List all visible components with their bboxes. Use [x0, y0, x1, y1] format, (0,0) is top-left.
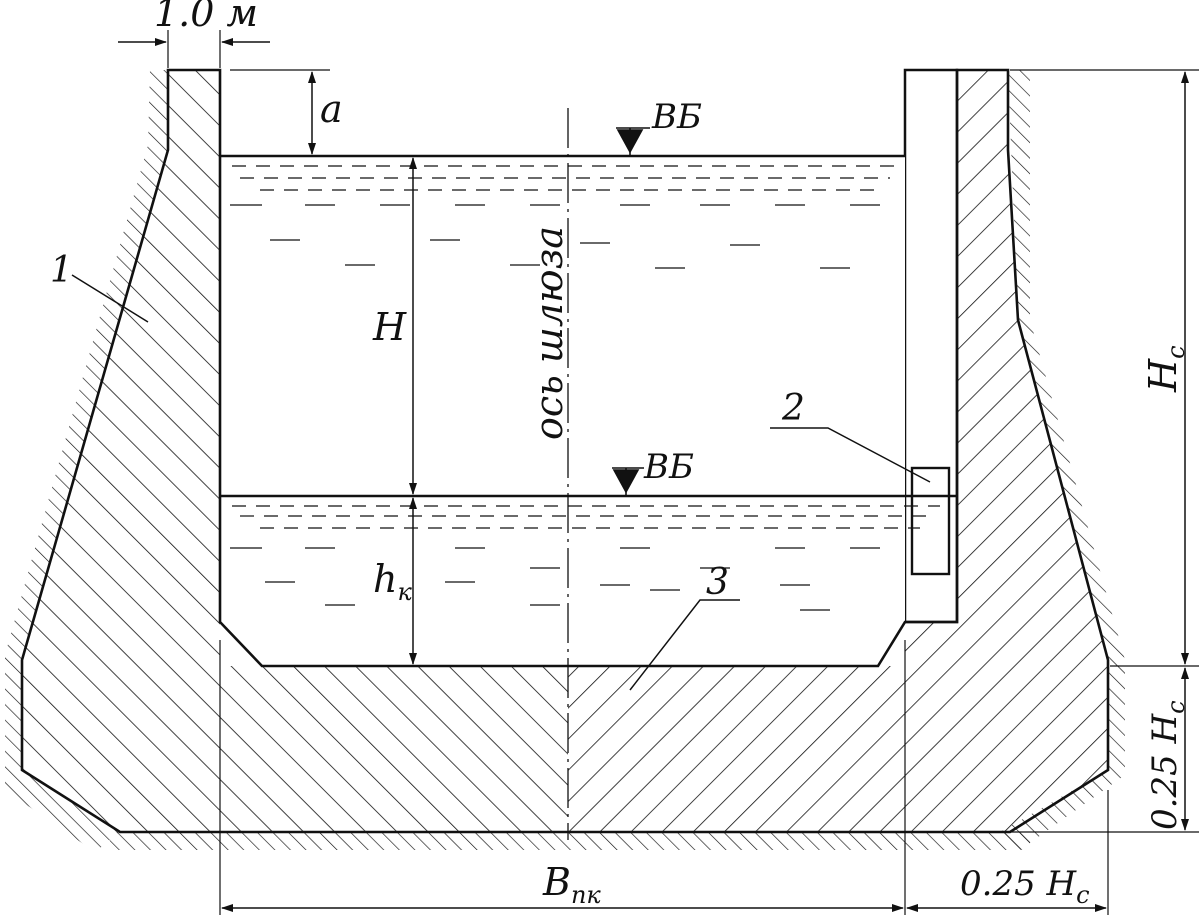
chamber-width-label-sub: пк: [571, 881, 601, 909]
soil-bottom: [110, 832, 1030, 850]
depth-label-main: h: [373, 557, 397, 601]
wall-height-label: Hс: [1141, 345, 1190, 393]
gate: [910, 466, 951, 576]
floor-callout-leader: [629, 599, 740, 691]
depth-label: hк: [373, 557, 412, 606]
bottom-thickness-label-main: 0.25 H: [1145, 712, 1185, 830]
gate-callout-leader: [770, 427, 931, 483]
bottom-thickness-label: 0.25 Hc: [1145, 700, 1190, 830]
top-width-label: 1.0 м: [154, 0, 258, 35]
upper-level-label: ВБ: [651, 97, 702, 137]
floor-callout-number: 3: [706, 562, 729, 603]
lock-axis-label: ось шлюза: [527, 226, 571, 440]
chamber-width-label-main: B: [542, 860, 571, 904]
depth-label-sub: к: [397, 578, 412, 606]
structure-outline: [20, 68, 1110, 834]
freeboard-label: a: [320, 87, 343, 131]
soil-right: [1000, 70, 1125, 850]
soil-left: [5, 70, 168, 852]
lower-level-marker: [612, 467, 644, 496]
offset-label: 0.25 Hc: [960, 864, 1090, 909]
right-wall-and-floor: [568, 70, 1108, 832]
extension-lines: [167, 30, 1199, 915]
left-wall-and-floor: [22, 70, 568, 832]
upper-level-marker: [616, 127, 650, 156]
wall-height-label-main: H: [1141, 358, 1185, 393]
bottom-thickness-label-sub: c: [1162, 700, 1190, 713]
wall-callout-leader: [71, 274, 149, 323]
water-body: [220, 156, 940, 666]
offset-label-sub: c: [1076, 881, 1089, 909]
offset-label-main: 0.25 H: [960, 864, 1078, 904]
wall-height-label-sub: с: [1162, 345, 1190, 358]
chamber-width-label: Bпк: [542, 860, 601, 909]
lower-level-label: ВБ: [643, 447, 694, 487]
gate-callout-number: 2: [781, 388, 805, 429]
head-label: H: [372, 305, 407, 349]
wall-callout-number: 1: [50, 250, 73, 291]
